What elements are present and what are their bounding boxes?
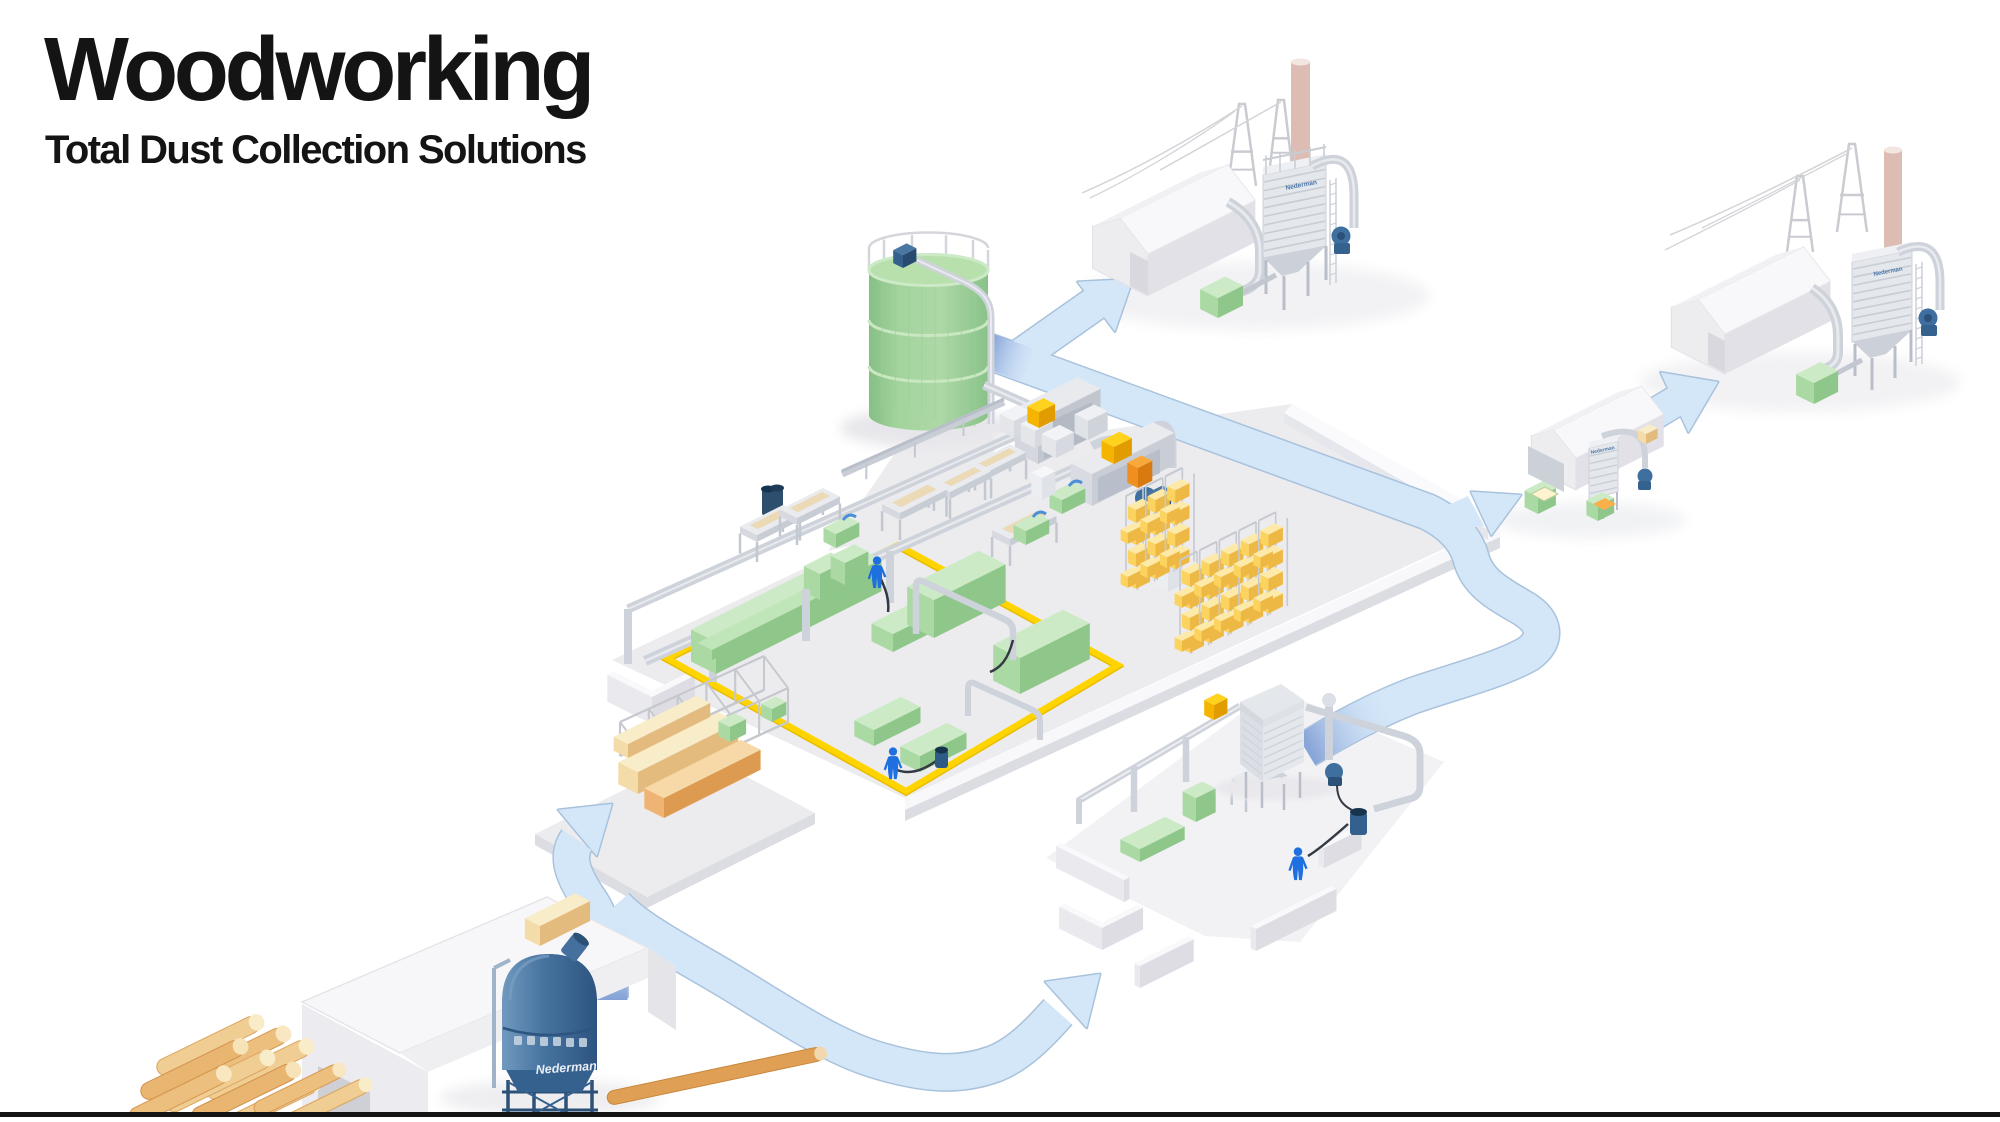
svg-text:Nederman: Nederman [1590,445,1615,456]
svg-text:Woodworking: Woodworking [44,20,591,120]
svg-text:Total Dust Collection Solution: Total Dust Collection Solutions [45,128,586,172]
svg-text:Nederman: Nederman [1873,266,1903,278]
svg-text:Nederman: Nederman [535,1059,597,1077]
